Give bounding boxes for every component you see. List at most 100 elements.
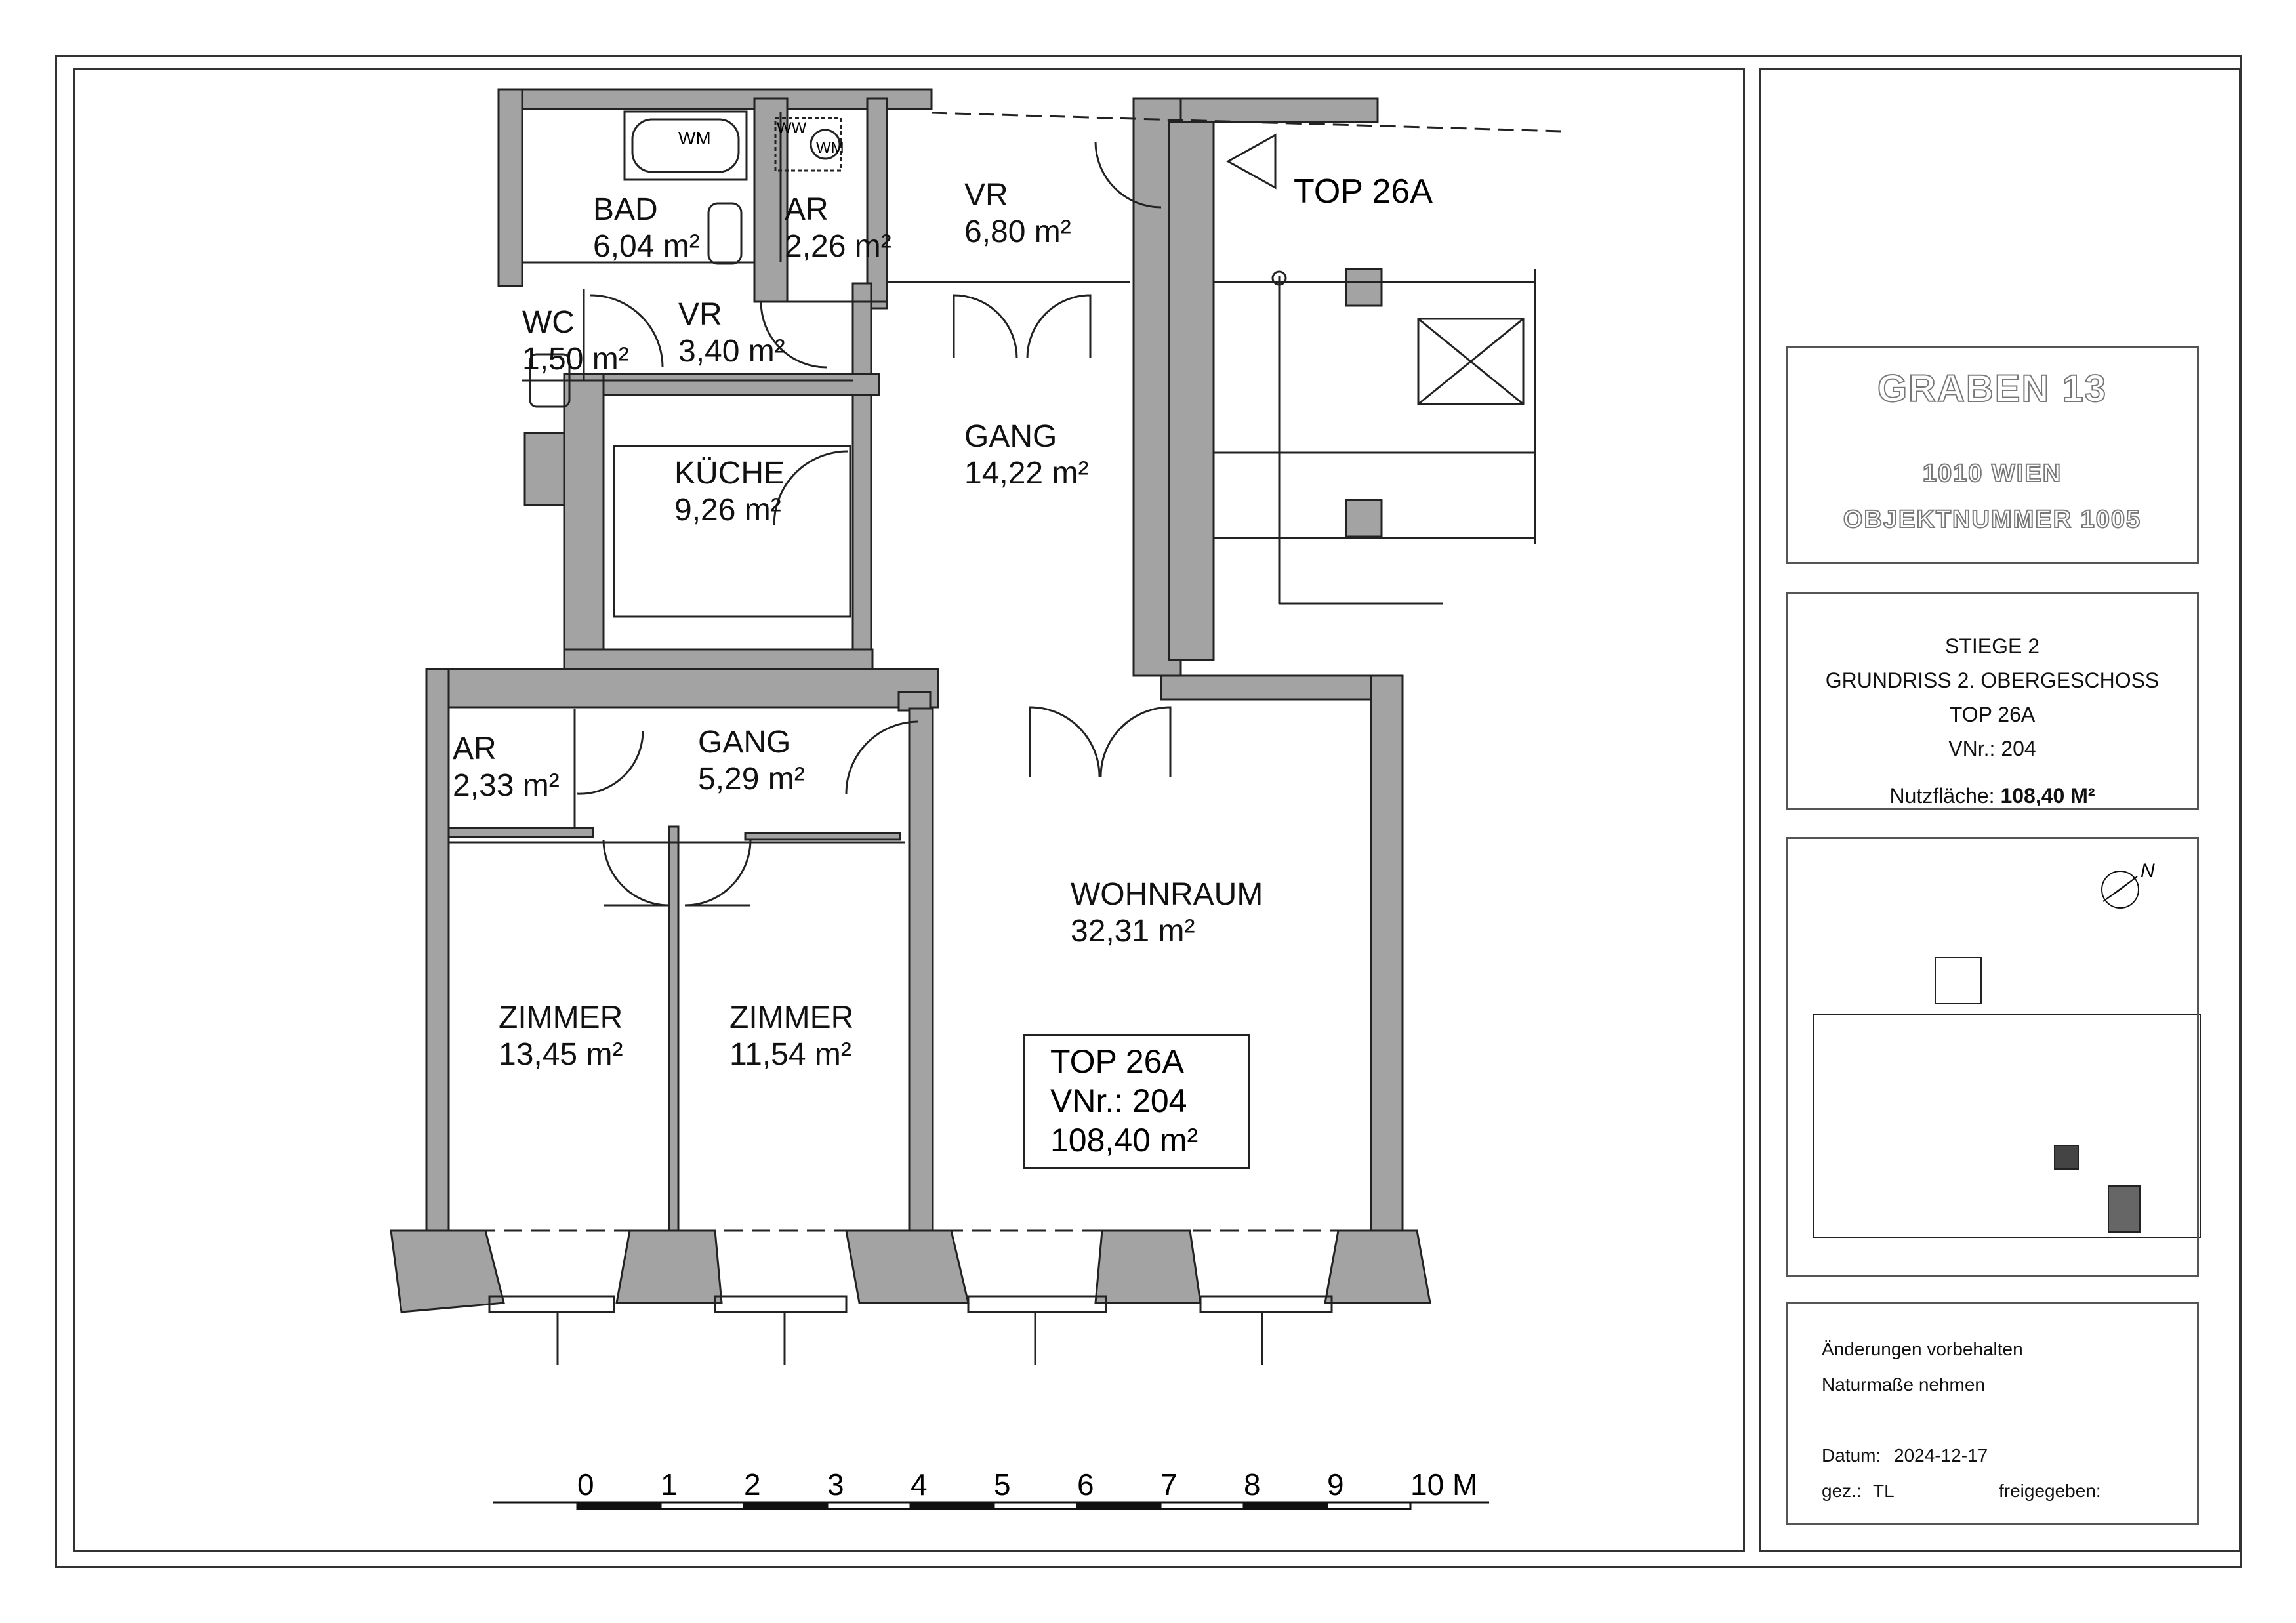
door-swing-vr2 (1026, 294, 1092, 359)
wall-ar-bottom (447, 827, 594, 838)
scale-seg-2 (743, 1501, 829, 1510)
date-label: Datum: (1822, 1445, 1881, 1466)
washer-drum (810, 129, 841, 160)
room-name: AR (453, 731, 497, 766)
scale-label: 10 M (1410, 1468, 1478, 1502)
facade-pier-3 (845, 1229, 970, 1304)
washbasin (707, 202, 743, 265)
door-swing-zimmer2 (684, 839, 752, 907)
room-area: 11,54 m² (729, 1037, 851, 1072)
room-name: GANG (698, 725, 791, 760)
wall-stair-inner (1168, 121, 1215, 661)
area-info: Nutzfläche: 108,40 M² (1788, 779, 2197, 813)
door-swing-ar2 (760, 301, 827, 369)
wall-ar-vr (753, 97, 789, 303)
address-box: GRABEN 13 1010 WIEN OBJEKTNUMMER 1005 (1786, 346, 2199, 564)
scale-label: 9 (1327, 1468, 1344, 1502)
room-name: GANG (964, 419, 1057, 454)
drawn-value: TL (1873, 1481, 1895, 1501)
lift-cross-2 (1418, 318, 1524, 405)
room-area: 3,40 m² (678, 334, 785, 369)
key-plan-box: N (1786, 837, 2199, 1277)
north-arrow (2101, 871, 2139, 909)
entry-arrow (1225, 133, 1277, 190)
stair-info: STIEGE 2 (1944, 634, 2040, 658)
scale-label: 1 (661, 1468, 678, 1502)
ww-label: WW (777, 119, 807, 137)
date-value: 2024-12-17 (1894, 1445, 1988, 1466)
note-measure: Naturmaße nehmen (1822, 1374, 1986, 1395)
room-area: 13,45 m² (499, 1037, 623, 1072)
stair-start (1271, 270, 1287, 286)
area-label: Nutzfläche: (1889, 784, 1995, 808)
note-changes: Änderungen vorbehalten (1822, 1339, 2023, 1359)
door-swing-entry (1094, 141, 1162, 209)
toilet (529, 353, 571, 408)
scale-label: 8 (1244, 1468, 1261, 1502)
scale-seg-5 (1242, 1501, 1328, 1510)
key-plan-annex (1935, 957, 1982, 1004)
room-area: 1,50 m² (522, 342, 629, 377)
room-area: 5,29 m² (698, 762, 805, 796)
sill-2 (714, 1295, 848, 1313)
wall-stair-bottom (1160, 674, 1399, 701)
door-swing-gang2 (1099, 706, 1172, 777)
room-name: VR (678, 297, 722, 332)
scale-seg-4 (1076, 1501, 1162, 1510)
wall-stub-left (523, 432, 565, 506)
door-swing-vr1 (953, 294, 1018, 359)
wall-vr-right (866, 97, 888, 310)
key-plan-highlight (2054, 1145, 2079, 1170)
scale-label: 5 (994, 1468, 1011, 1502)
room-name: KÜCHE (674, 456, 785, 491)
room-area: 9,26 m² (674, 493, 781, 527)
address-city: 1010 WIEN (1922, 459, 2062, 488)
site-key-plan (1813, 957, 2201, 1238)
sill-3 (967, 1295, 1107, 1313)
room-area: 6,80 m² (964, 215, 1071, 249)
top-info: TOP 26A (1949, 703, 2036, 726)
plan-info: GRUNDRISS 2. OBERGESCHOSS (1825, 668, 2160, 692)
room-name: AR (785, 192, 829, 227)
scale-label: 3 (827, 1468, 844, 1502)
plan-info-box: STIEGE 2 GRUNDRISS 2. OBERGESCHOSS TOP 2… (1786, 592, 2199, 810)
sill-1 (488, 1295, 615, 1313)
title-block-frame (1759, 68, 2241, 1552)
scale-bar (493, 1501, 1489, 1510)
washer-box (774, 117, 842, 172)
bathtub-inner (631, 118, 740, 173)
wall-left-upper (497, 88, 523, 287)
kitchen-inner (613, 445, 851, 618)
wall-gang-left (851, 282, 872, 659)
lift-shaft (1417, 318, 1525, 405)
door-swing-wc (590, 294, 664, 368)
room-name: ZIMMER (499, 1000, 623, 1035)
room-name: ZIMMER (729, 1000, 854, 1035)
door-swing-ar (577, 730, 644, 795)
address-title: GRABEN 13 (1877, 367, 2107, 411)
stair-block-top (1345, 268, 1383, 307)
room-area: 32,31 m² (1071, 914, 1195, 949)
wall-kitchen-left (563, 373, 605, 664)
scale-label: 6 (1077, 1468, 1094, 1502)
facade-pier-4 (1094, 1229, 1202, 1304)
key-plan-highlight-2 (2108, 1185, 2141, 1233)
room-area: 6,04 m² (593, 229, 700, 264)
outer-frame (55, 55, 2242, 1568)
room-name: WC (522, 305, 575, 340)
scale-seg-3 (909, 1501, 995, 1510)
room-name: VR (964, 178, 1008, 213)
wall-left-outer (425, 668, 450, 1235)
wall-right-outer (1370, 674, 1404, 1241)
room-name: BAD (593, 192, 658, 227)
facade-pier-2 (615, 1229, 723, 1304)
scale-label: 0 (577, 1468, 594, 1502)
